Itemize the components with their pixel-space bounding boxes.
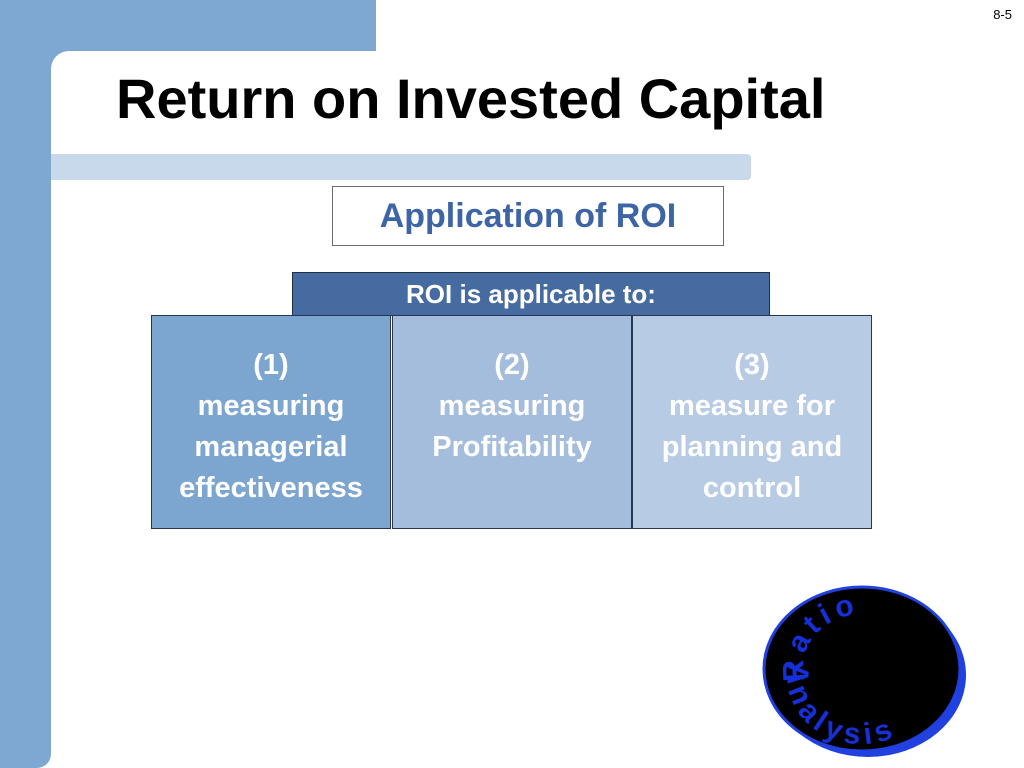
application-card-1: (1) measuring managerial effectiveness [151, 315, 391, 529]
card-line: measuring [438, 390, 586, 422]
card-line: measuring [197, 390, 345, 422]
card-line: planning and [661, 431, 843, 463]
accent-inner-corner [51, 51, 81, 81]
subtitle-box: Application of ROI [332, 186, 724, 246]
card-line: control [702, 472, 802, 504]
card-line: effectiveness [179, 472, 363, 504]
card-line: managerial [194, 431, 348, 463]
badge-disc [762, 585, 962, 753]
top-accent-bar [0, 0, 376, 51]
page-number: 8-5 [993, 7, 1012, 22]
card-index: (3) [734, 349, 770, 381]
card-index: (2) [494, 349, 530, 381]
application-card-2: (2) measuring Profitability [392, 315, 632, 529]
application-card-3: (3) measure for planning and control [632, 315, 872, 529]
subtitle-text: Application of ROI [379, 196, 677, 235]
ratio-analysis-badge-icon: Ratio Analysis [762, 585, 966, 757]
card-line: measure for [668, 390, 835, 422]
applicability-header-text: ROI is applicable to: [406, 278, 656, 309]
title-underline-bar [51, 154, 751, 180]
left-accent-bar [0, 0, 51, 768]
card-index: (1) [253, 349, 289, 381]
page-title: Return on Invested Capital [116, 67, 826, 130]
applicability-header: ROI is applicable to: [292, 272, 770, 316]
card-line: Profitability [432, 431, 592, 463]
